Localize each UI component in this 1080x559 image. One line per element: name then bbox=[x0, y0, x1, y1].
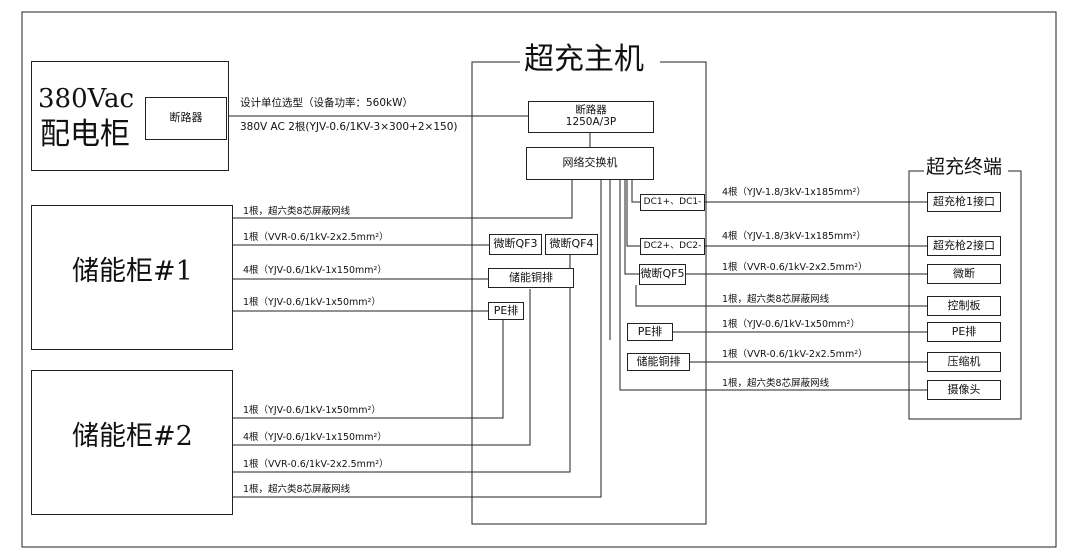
t-wire-label-2: 4根（YJV-1.8/3kV-1x185mm²） bbox=[722, 231, 866, 242]
panel-380vac-title-1: 380Vac bbox=[38, 84, 135, 114]
dc1-box: DC1+、DC1- bbox=[640, 194, 705, 211]
s1-net-wire bbox=[233, 180, 573, 219]
s2-wire-label-3: 1根（VVR-0.6/1kV-2x2.5mm²） bbox=[243, 459, 389, 470]
storage-cabinet-2-title: 储能柜#2 bbox=[72, 421, 193, 452]
terminal-item-gun1: 超充枪1接口 bbox=[927, 192, 1001, 212]
s1-wire-label-4: 1根（YJV-0.6/1kV-1x50mm²） bbox=[243, 297, 381, 308]
s2-wire-label-2: 4根（YJV-0.6/1kV-1x150mm²） bbox=[243, 432, 387, 443]
main-feed-label-1: 设计单位选型（设备功率：560kW） bbox=[240, 97, 414, 109]
t-wire-label-5: 1根（YJV-0.6/1kV-1x50mm²） bbox=[722, 319, 860, 330]
s2-wire-label-1: 1根（YJV-0.6/1kV-1x50mm²） bbox=[243, 405, 381, 416]
network-switch: 网络交换机 bbox=[526, 147, 654, 180]
storage-cabinet-1 bbox=[31, 205, 233, 350]
storage-copper-bar: 储能铜排 bbox=[488, 268, 574, 288]
s2-net-wire bbox=[233, 180, 602, 498]
pe-bar-terminal-side: PE排 bbox=[627, 323, 673, 341]
terminal-item-camera: 摄像头 bbox=[927, 380, 1001, 400]
breaker-qf3: 微断QF3 bbox=[489, 234, 542, 255]
panel-380vac-title-2: 配电柜 bbox=[40, 117, 130, 152]
panel-breaker: 断路器 bbox=[145, 97, 227, 140]
storage-cabinet-2 bbox=[31, 370, 233, 515]
t-wire-label-3: 1根（VVR-0.6/1kV-2x2.5mm²） bbox=[722, 262, 868, 273]
storage-copper-bar-2: 储能铜排 bbox=[627, 353, 690, 371]
terminal-outline bbox=[908, 170, 1022, 420]
dc1-feed bbox=[631, 180, 640, 203]
storage-cabinet-1-title: 储能柜#1 bbox=[72, 256, 193, 287]
t-wire-label-7: 1根，超六类8芯屏蔽网线 bbox=[722, 378, 830, 389]
terminal-title: 超充终端 bbox=[926, 156, 1003, 178]
pe-bar-host: PE排 bbox=[488, 302, 524, 320]
outer-frame bbox=[21, 11, 1057, 548]
qf5-feed bbox=[624, 180, 640, 275]
breaker-qf5: 微断QF5 bbox=[639, 264, 686, 285]
terminal-item-pe-bar: PE排 bbox=[927, 322, 1001, 342]
host-breaker: 断路器 1250A/3P bbox=[528, 101, 654, 133]
host-title: 超充主机 bbox=[524, 42, 644, 77]
s2-power-wire bbox=[233, 289, 531, 446]
s1-wire-label-2: 1根（VVR-0.6/1kV-2x2.5mm²） bbox=[243, 232, 389, 243]
host-outline bbox=[471, 61, 707, 525]
panel-380vac bbox=[31, 61, 229, 171]
dc2-box: DC2+、DC2- bbox=[640, 238, 705, 255]
terminal-item-breaker: 微断 bbox=[927, 264, 1001, 284]
dc2-feed bbox=[626, 180, 640, 247]
host-net-bus-2 bbox=[619, 180, 927, 391]
s2-signal-wire bbox=[233, 255, 571, 473]
main-feed-label-2: 380V AC 2根(YJV-0.6/1KV-3×300+2×150) bbox=[240, 121, 458, 133]
host-breaker-rating: 1250A/3P bbox=[565, 116, 617, 128]
s2-wire-label-4: 1根，超六类8芯屏蔽网线 bbox=[243, 484, 351, 495]
terminal-item-control-board: 控制板 bbox=[927, 296, 1001, 316]
host-breaker-name: 断路器 bbox=[575, 104, 607, 117]
s1-wire-label-3: 4根（YJV-0.6/1kV-1x150mm²） bbox=[243, 265, 387, 276]
s1-wire-label-1: 1根，超六类8芯屏蔽网线 bbox=[243, 206, 351, 217]
breaker-qf4: 微断QF4 bbox=[545, 234, 598, 255]
ctrl-net-feed bbox=[635, 285, 927, 307]
terminal-item-compressor: 压缩机 bbox=[927, 352, 1001, 372]
s2-pe-wire bbox=[233, 320, 504, 419]
t-wire-label-1: 4根（YJV-1.8/3kV-1x185mm²） bbox=[722, 187, 866, 198]
terminal-item-gun2: 超充枪2接口 bbox=[927, 236, 1001, 256]
t-wire-label-6: 1根（VVR-0.6/1kV-2x2.5mm²） bbox=[722, 349, 868, 360]
t-wire-label-4: 1根，超六类8芯屏蔽网线 bbox=[722, 294, 830, 305]
